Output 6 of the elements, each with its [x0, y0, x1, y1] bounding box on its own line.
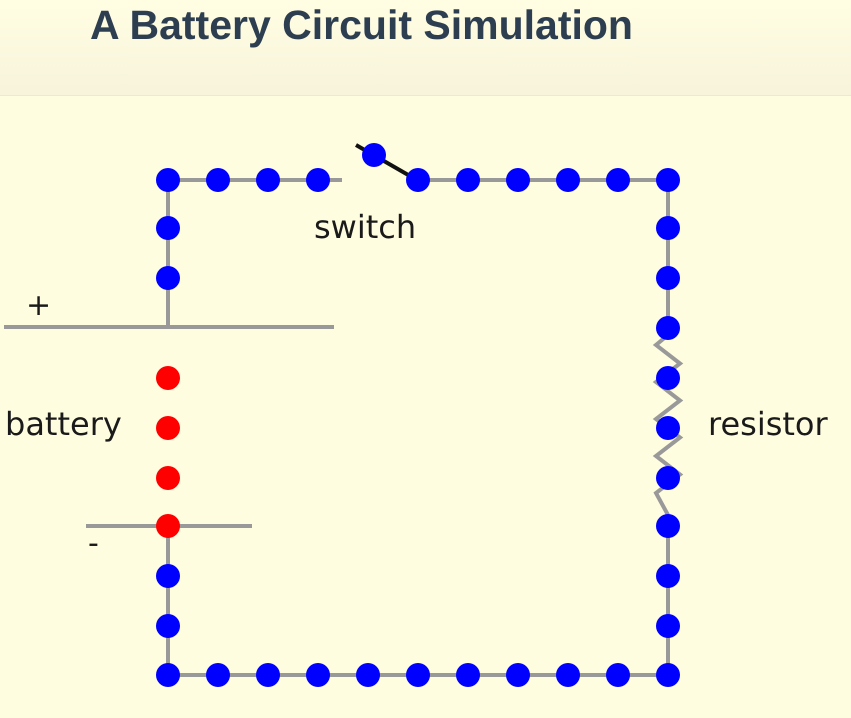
part-label: switch — [314, 208, 416, 246]
title: A Battery Circuit Simulation — [90, 2, 633, 49]
part-label: battery — [5, 405, 122, 443]
part-label: resistor — [708, 405, 828, 443]
part-label: - — [88, 526, 99, 561]
part-label: + — [26, 288, 52, 323]
